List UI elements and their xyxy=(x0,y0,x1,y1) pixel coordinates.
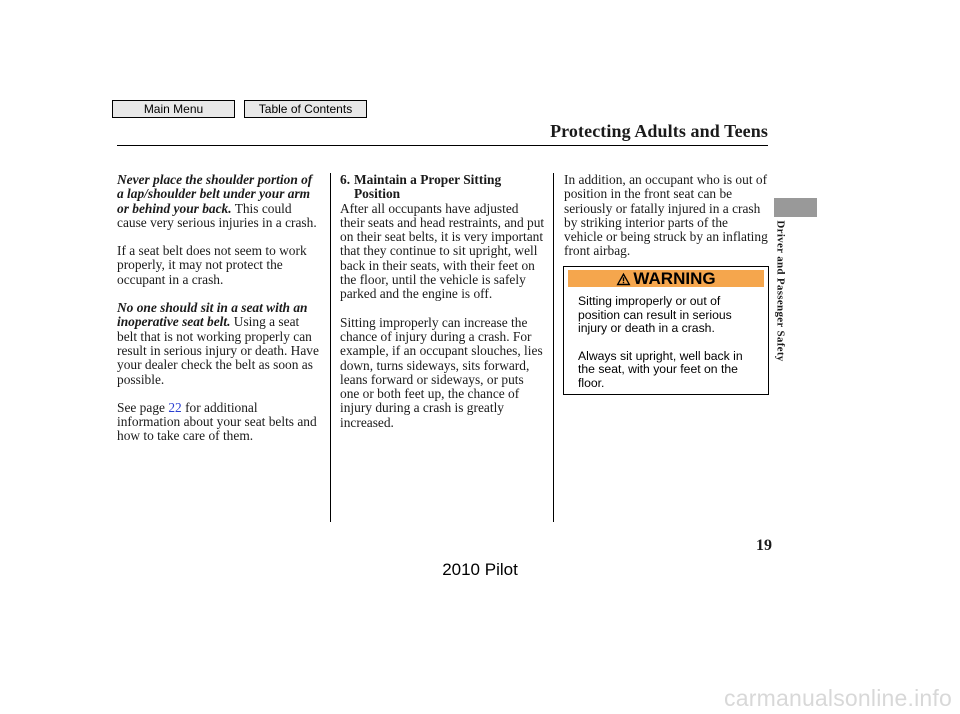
right-column: In addition, an occupant who is out of p… xyxy=(564,172,769,273)
left-paragraph-1: Never place the shoulder portion of a la… xyxy=(117,172,322,230)
page-22-link[interactable]: 22 xyxy=(168,399,182,415)
side-tab-label: Driver and Passenger Safety xyxy=(775,219,787,362)
left-paragraph-2: If a seat belt does not seem to work pro… xyxy=(117,243,307,287)
page-title: Protecting Adults and Teens xyxy=(550,121,768,141)
warning-triangle-icon xyxy=(616,272,631,285)
table-of-contents-button[interactable]: Table of Contents xyxy=(244,100,367,118)
see-page-text: See page xyxy=(117,399,165,415)
section-number: 6. xyxy=(340,172,351,187)
left-paragraph-3-text: Using a seat belt that is not working pr… xyxy=(117,314,319,387)
left-paragraph-3-heading: No one should sit in a seat with an inop… xyxy=(117,300,308,330)
side-tab-label-container: Driver and Passenger Safety xyxy=(770,218,792,363)
section-title: Maintain a Proper Sitting Position xyxy=(354,172,502,202)
warning-box: WARNING Sitting improperly or out of pos… xyxy=(563,266,769,395)
left-paragraph-3: No one should sit in a seat with an inop… xyxy=(117,300,322,387)
left-paragraph-4: See page 22 for additional information a… xyxy=(117,399,322,444)
warning-text-2: Always sit upright, well back in the sea… xyxy=(578,348,743,390)
column-divider-left xyxy=(330,173,331,522)
left-column: Never place the shoulder portion of a la… xyxy=(117,172,322,458)
page-number: 19 xyxy=(756,537,772,554)
warning-header: WARNING xyxy=(568,268,764,288)
main-menu-button[interactable]: Main Menu xyxy=(112,100,235,118)
warning-text: Sitting improperly or out of position ca… xyxy=(578,294,758,404)
watermark: carmanualsonline.info xyxy=(724,685,952,711)
section-side-tab xyxy=(774,198,817,217)
header-divider xyxy=(117,145,768,146)
middle-column: 6. Maintain a Proper Sitting Position Af… xyxy=(340,172,545,444)
middle-paragraph-1: After all occupants have adjusted their … xyxy=(340,200,545,302)
warning-label: WARNING xyxy=(633,268,716,288)
left-paragraph-1-text: This could cause very serious injuries i… xyxy=(117,200,317,230)
warning-text-1: Sitting improperly or out of position ca… xyxy=(578,294,732,335)
middle-paragraph-2: Sitting improperly can increase the chan… xyxy=(340,314,543,430)
right-paragraph-1: In addition, an occupant who is out of p… xyxy=(564,172,768,259)
section-heading: 6. Maintain a Proper Sitting Position xyxy=(340,172,545,202)
left-paragraph-1-heading: Never place the shoulder portion of a la… xyxy=(117,172,313,216)
column-divider-right xyxy=(553,173,554,522)
footer-model: 2010 Pilot xyxy=(442,560,518,579)
see-page-rest: for additional information about your se… xyxy=(117,399,317,444)
